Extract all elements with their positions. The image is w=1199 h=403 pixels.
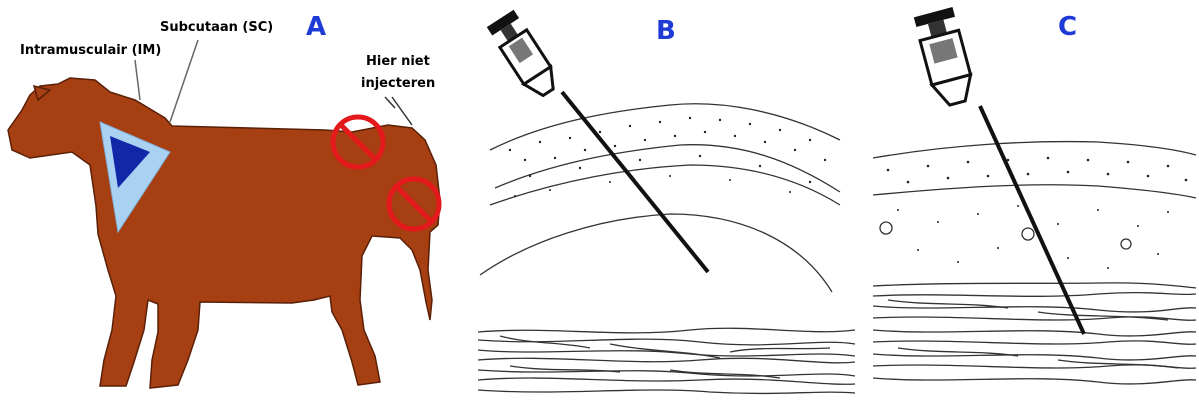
needle-icon	[980, 106, 1084, 334]
subcutaneous-cross-section	[470, 0, 860, 403]
skin-stipple	[887, 157, 1188, 269]
intramuscular-cross-section	[868, 0, 1199, 403]
skin-bottom-line	[495, 145, 840, 192]
im-leader-line	[135, 60, 140, 100]
label-subcutaneous: Subcutaan (SC)	[160, 20, 273, 35]
skin-top-line	[490, 104, 840, 150]
label-intramuscular: Intramusculair (IM)	[20, 43, 161, 58]
skin-bottom-line	[873, 185, 1196, 198]
tissue-cell	[1121, 239, 1131, 249]
panel-letter-c: C	[1058, 12, 1077, 42]
needle-icon	[562, 92, 708, 272]
sc-leader-line	[170, 40, 198, 122]
label-no-inject-line1: Hier niet	[366, 54, 430, 69]
panel-b-subcutaneous-injection: B	[470, 0, 860, 403]
panel-letter-b: B	[656, 16, 676, 46]
skin-top-line	[873, 142, 1196, 158]
no-inject-leader-line	[385, 97, 412, 125]
fibrous-tissue	[478, 328, 855, 393]
tissue-cell	[880, 222, 892, 234]
fat-bottom-line	[873, 283, 1196, 288]
muscle-arc	[480, 214, 832, 292]
panel-letter-a: A	[306, 12, 326, 42]
label-no-inject-line2: injecteren	[361, 76, 435, 91]
tissue-cell	[1022, 228, 1034, 240]
syringe-icon	[914, 7, 977, 108]
muscle-fibers	[873, 293, 1196, 384]
panel-c-intramuscular-injection: C	[868, 0, 1199, 403]
panel-a-cow-diagram: A Subcutaan (SC) Intramusculair (IM) Hie…	[0, 0, 460, 403]
syringe-icon	[487, 10, 562, 101]
